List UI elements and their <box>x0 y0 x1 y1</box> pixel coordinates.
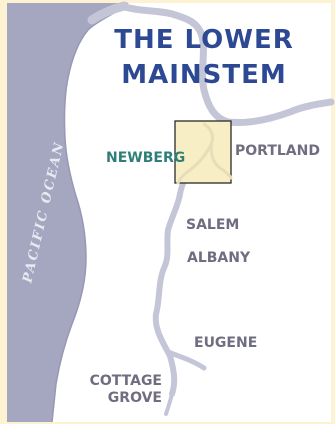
city-label-portland: PORTLAND <box>235 143 320 159</box>
pacific-ocean-area <box>7 3 128 422</box>
map-title-line-1: THE LOWER <box>114 25 294 55</box>
city-label-cottage-grove-line-2: GROVE <box>107 390 162 406</box>
city-label-eugene: EUGENE <box>194 335 258 351</box>
eugene-tributary <box>165 349 207 371</box>
highlighted-river-segment <box>176 122 233 185</box>
coast-fork <box>164 392 174 416</box>
city-label-albany: ALBANY <box>187 250 251 266</box>
city-label-cottage-grove-line-1: COTTAGE <box>89 373 162 389</box>
columbia-river-mouth <box>87 1 129 25</box>
coastline <box>51 2 129 423</box>
columbia-river <box>118 2 335 126</box>
newberg-portland-highlight <box>174 120 232 184</box>
city-label-newberg: NEWBERG <box>106 150 186 166</box>
map-title-line-2: MAINSTEM <box>121 60 287 90</box>
city-label-salem: SALEM <box>186 217 240 233</box>
